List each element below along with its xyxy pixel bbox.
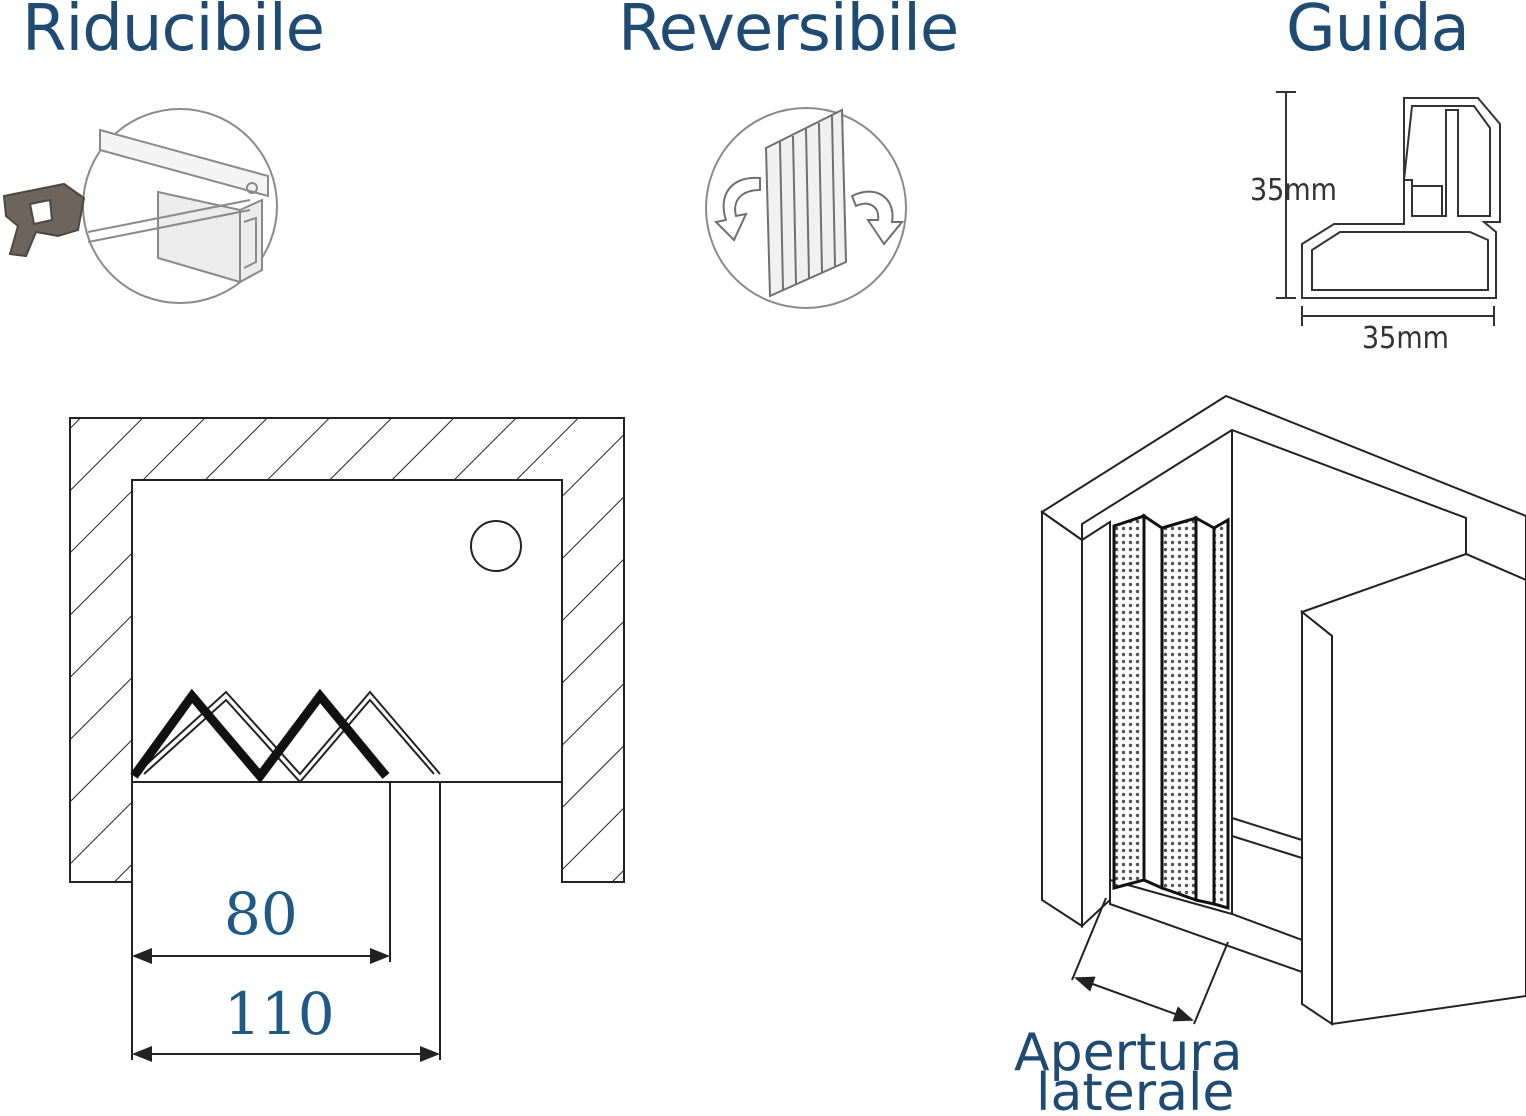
- drain-icon: [470, 520, 522, 572]
- opening-small-label: 80: [224, 880, 298, 948]
- dim-width-label: 35mm: [1362, 321, 1449, 356]
- rotate-left-icon: [713, 176, 761, 242]
- rotate-right-icon: [850, 190, 905, 246]
- title-guida: Guida: [1286, 0, 1470, 66]
- guida-profile: [1276, 91, 1501, 326]
- apertura-label-line1: Apertura: [1014, 1023, 1243, 1083]
- saw-icon: [2, 182, 86, 258]
- plan-view: [69, 417, 625, 1062]
- iso-dimension: [1071, 897, 1229, 1025]
- title-riducibile: Riducibile: [22, 0, 325, 66]
- dim-height-label: 35mm: [1250, 173, 1337, 208]
- riducibile-icon: [2, 108, 278, 304]
- iso-view: [1040, 394, 1526, 1026]
- title-reversibile: Reversibile: [618, 0, 959, 66]
- apertura-label-line2: laterale: [1036, 1063, 1234, 1116]
- opening-large-label: 110: [224, 980, 335, 1048]
- reversibile-icon: [705, 107, 907, 309]
- folding-door: [1112, 513, 1230, 910]
